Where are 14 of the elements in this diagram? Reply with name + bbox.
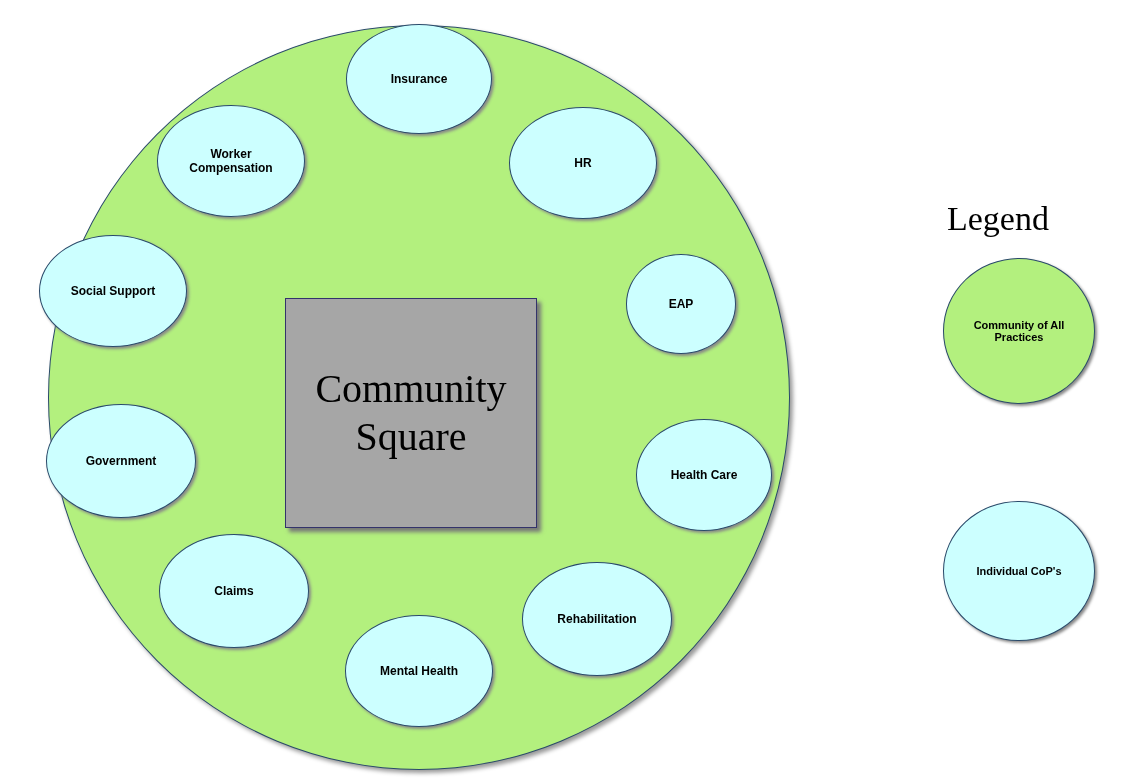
practice-ellipse: Social Support xyxy=(39,235,187,347)
practice-ellipse: Claims xyxy=(159,534,309,648)
practice-ellipse: Worker Compensation xyxy=(157,105,305,217)
practice-ellipse: Insurance xyxy=(346,24,492,134)
legend-label: Community of All Practices xyxy=(972,319,1066,343)
practice-ellipse: Health Care xyxy=(636,419,772,531)
practice-ellipse: Mental Health xyxy=(345,615,493,727)
practice-ellipse: Government xyxy=(46,404,196,518)
community-square: Community Square xyxy=(285,298,537,528)
practice-ellipse: EAP xyxy=(626,254,736,354)
legend-label: Individual CoP's xyxy=(975,565,1063,577)
practice-ellipse: HR xyxy=(509,107,657,219)
practice-ellipse: Rehabilitation xyxy=(522,562,672,676)
legend-heading: Legend xyxy=(947,200,1049,238)
